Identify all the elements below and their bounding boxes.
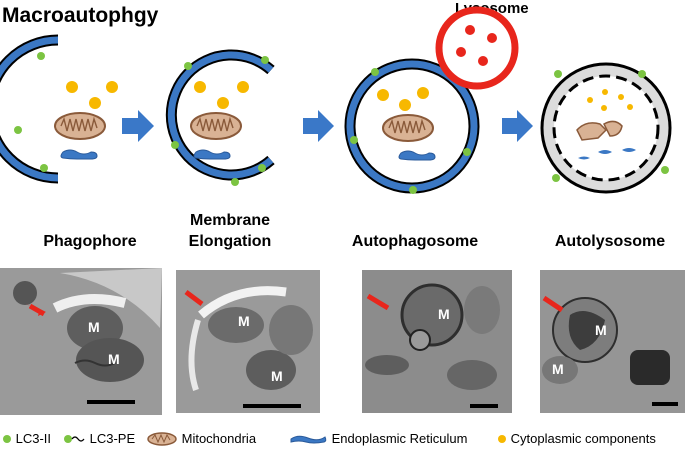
lc3-dot [261, 56, 269, 64]
lc3-dot [258, 164, 266, 172]
stage-label-line: Phagophore [43, 233, 137, 250]
scale-bar [87, 400, 135, 404]
micrograph-autolysosome: M M [540, 270, 685, 413]
legend: LC3-II LC3-PE Mitochondria Endoplasmic R… [0, 430, 685, 448]
progression-arrow-3 [502, 110, 533, 142]
cytoplasmic-icon [498, 434, 506, 443]
lc3-dot [554, 70, 562, 78]
legend-item-er: Endoplasmic Reticulum [288, 430, 467, 446]
legend-label: Mitochondria [181, 431, 257, 447]
phagophore-diagram [0, 34, 118, 184]
legend-item-cytoplasmic: Cytoplasmic components [497, 430, 656, 446]
lysosome [435, 6, 519, 90]
mitochondria-icon [147, 431, 177, 446]
cargo-dot [89, 97, 101, 109]
pointer-arrow [28, 303, 46, 317]
cargo-dot [66, 81, 78, 93]
scale-bar [652, 402, 678, 406]
er-icon [290, 435, 327, 444]
mito-label: M [438, 306, 450, 322]
pointer-arrow [366, 293, 390, 311]
elongation-diagram [165, 49, 275, 186]
lc3-dot [350, 136, 358, 144]
micrograph-phagophore: M M [0, 268, 162, 415]
lc3-pe-icon [64, 434, 85, 443]
stage-label-autolysosome: Autolysosome [535, 231, 685, 252]
figure-title: Macroautophgy [2, 4, 159, 27]
legend-item-lc3-ii: LC3-II [2, 430, 51, 446]
lc3-dot [184, 62, 192, 70]
legend-label: LC3-II [15, 431, 52, 447]
lc3-dot [40, 164, 48, 172]
progression-arrow-2 [303, 110, 334, 142]
mito-label: M [88, 319, 100, 335]
scale-bar [470, 404, 498, 408]
scale-bar [243, 404, 301, 408]
mito-label: M [108, 351, 120, 367]
schematic-panel [0, 6, 672, 194]
elongating-membrane [167, 51, 274, 179]
endoplasmic-reticulum [60, 149, 98, 160]
legend-label: Cytoplasmic components [510, 431, 656, 447]
legend-item-mitochondria: Mitochondria [146, 430, 256, 446]
lc3-dot [409, 186, 417, 194]
legend-label: Endoplasmic Reticulum [331, 431, 468, 447]
stage-label-phagophore: Phagophore [15, 231, 165, 252]
cargo-dot [106, 81, 118, 93]
phagophore-membrane [0, 36, 59, 182]
micrograph-autophagosome: M [362, 270, 512, 413]
pointer-arrow [184, 290, 204, 306]
autolysosome-diagram [540, 62, 672, 194]
autophagosome-diagram [344, 6, 519, 194]
pointer-arrow [542, 295, 564, 313]
mito-label: M [238, 313, 250, 329]
lc3-ii-icon [3, 434, 11, 443]
stage-label-line: Elongation [188, 233, 272, 250]
progression-arrow-1 [122, 110, 154, 142]
mitochondrion [54, 112, 106, 140]
stage-label-elongation: Membrane Elongation [160, 210, 300, 252]
lc3-dot [371, 68, 379, 76]
mito-label: M [271, 368, 283, 384]
mito-label: M [595, 322, 607, 338]
lc3-dot [463, 148, 471, 156]
lc3-dot [552, 174, 560, 182]
lc3-dot [661, 166, 669, 174]
legend-label: LC3-PE [89, 431, 136, 447]
lc3-dot [171, 141, 179, 149]
legend-item-lc3-pe: LC3-PE [64, 430, 135, 446]
lc3-dot [14, 126, 22, 134]
lc3-dot [37, 52, 45, 60]
stage-label-line: Membrane [189, 212, 271, 229]
lc3-dot [231, 178, 239, 186]
stage-label-autophagosome: Autophagosome [335, 231, 495, 252]
stage-label-line: Autolysosome [554, 233, 666, 250]
stage-label-line: Autophagosome [351, 233, 479, 250]
micrograph-elongation: M M [176, 270, 320, 413]
mito-label: M [552, 361, 564, 377]
lc3-dot [638, 70, 646, 78]
